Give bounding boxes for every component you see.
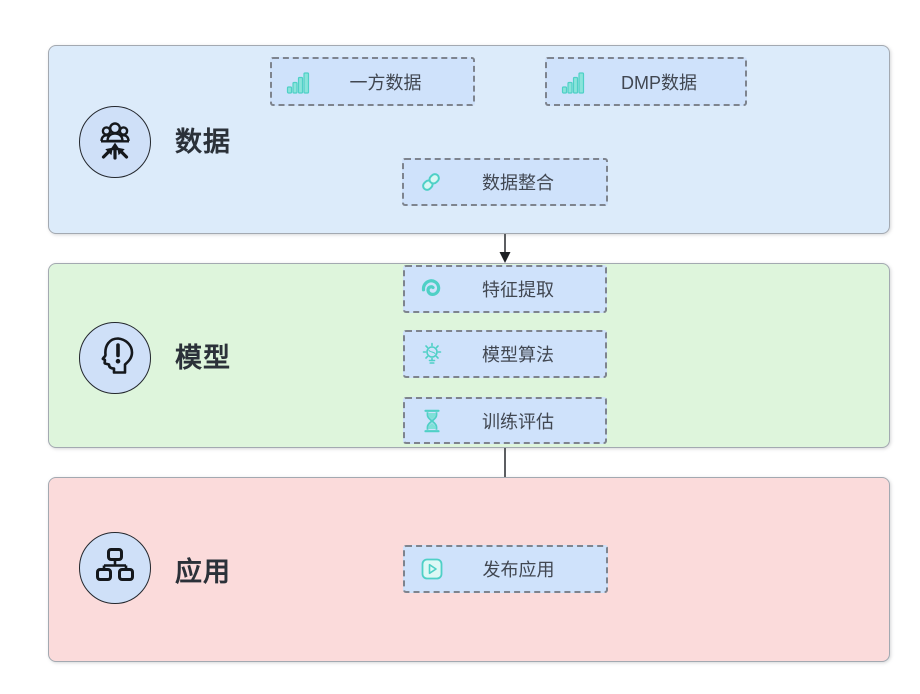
node-data-integration: 数据整合: [402, 158, 608, 206]
node-label: 发布应用: [482, 560, 555, 580]
node-model-algorithm: 模型算法: [403, 330, 607, 378]
band-data-label: 数据: [175, 127, 231, 157]
spiral-icon: [418, 275, 446, 303]
band-app-badge: [79, 532, 151, 604]
bar-chart-icon: [560, 68, 587, 95]
node-label: 数据整合: [482, 173, 554, 193]
node-feature-extraction: 特征提取: [403, 265, 607, 313]
idea-bulb-icon: [418, 340, 446, 368]
band-app-label: 应用: [175, 557, 231, 587]
play-icon: [418, 555, 446, 583]
node-training-evaluation: 训练评估: [403, 397, 607, 444]
node-label: 模型算法: [482, 345, 554, 365]
node-label: 特征提取: [482, 280, 554, 300]
node-dmp-data: DMP数据: [545, 57, 747, 106]
node-first-party-data: 一方数据: [270, 57, 475, 106]
node-label: 一方数据: [349, 72, 422, 93]
node-label: DMP数据: [621, 72, 697, 93]
org-chart-icon: [91, 542, 139, 595]
gather-people-icon: [91, 116, 139, 169]
band-data-badge: [79, 106, 151, 178]
thinking-head-icon: [91, 332, 139, 385]
chain-link-icon: [417, 168, 445, 196]
node-label: 训练评估: [482, 411, 554, 432]
node-publish-app: 发布应用: [403, 545, 608, 593]
band-model-badge: [79, 322, 151, 394]
band-model-label: 模型: [175, 343, 231, 373]
hourglass-icon: [418, 407, 446, 435]
bar-chart-icon: [285, 68, 312, 95]
